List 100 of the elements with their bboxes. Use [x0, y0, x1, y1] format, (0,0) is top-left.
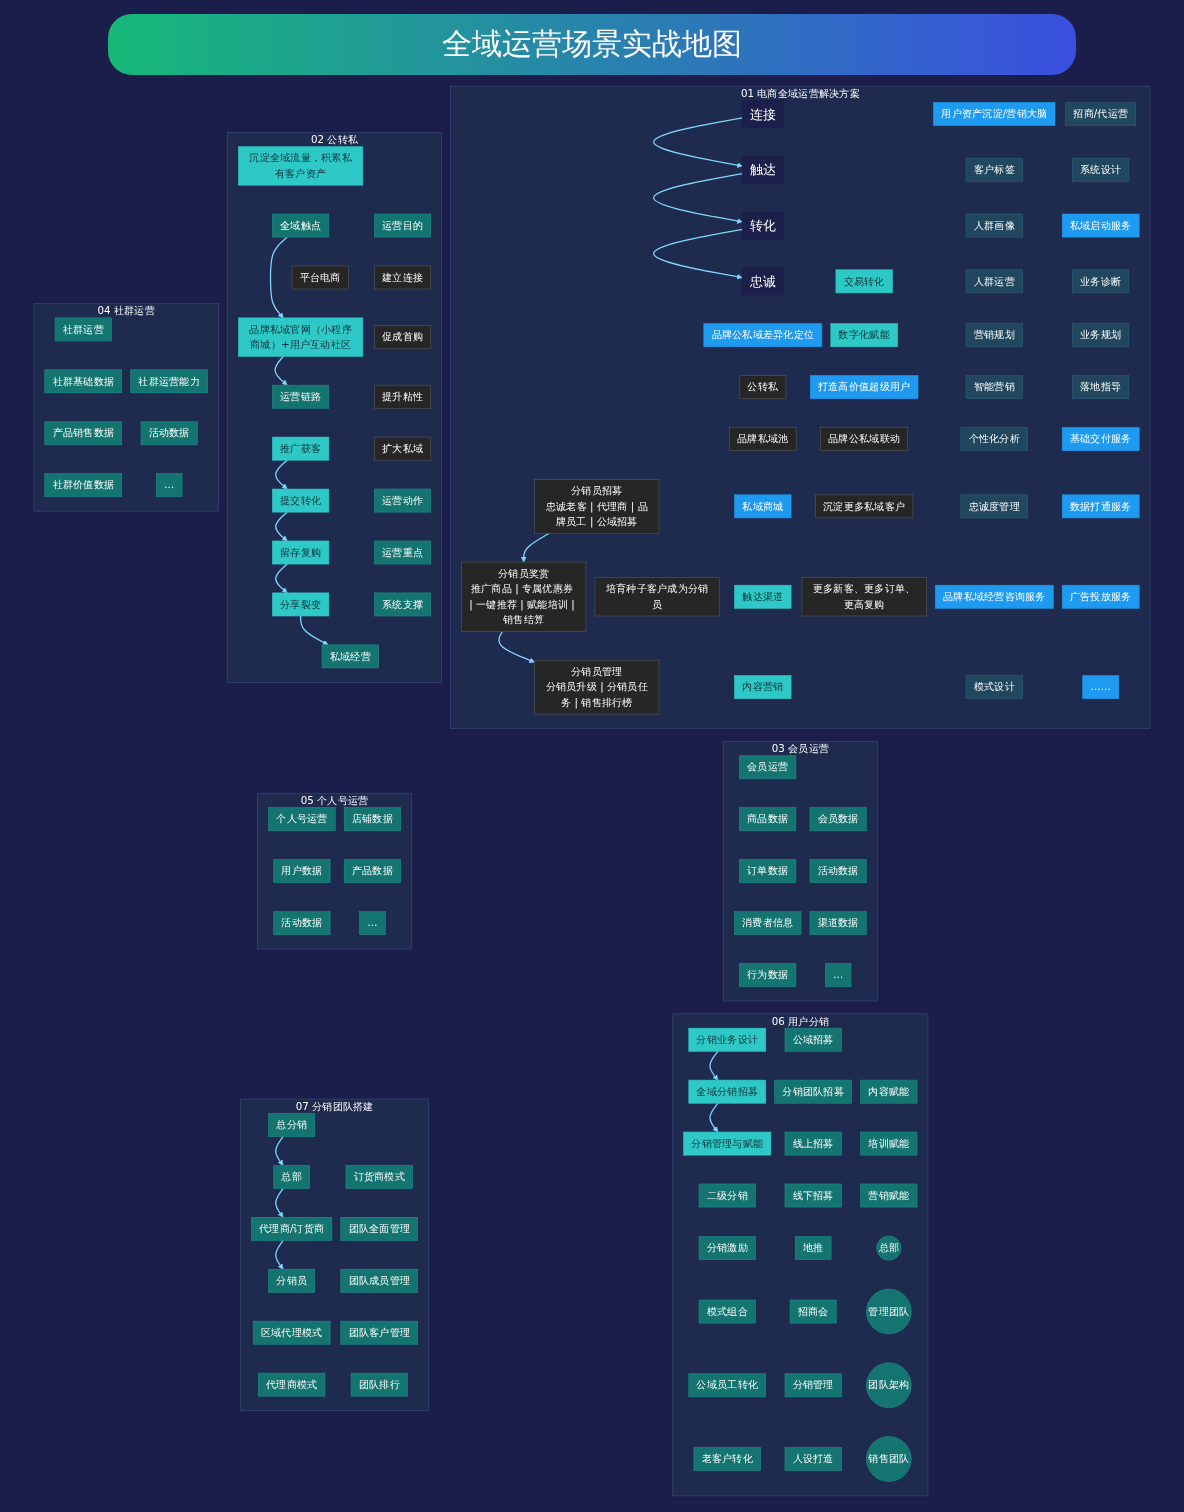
node-box: 基础交付服务 — [1061, 427, 1140, 451]
arrow — [520, 532, 550, 563]
node-box: … — [825, 963, 852, 987]
node-box: 品牌私域官网（小程序商城）+用户互动社区 — [238, 317, 364, 357]
node-box: 分销员奖赏 推广商品 | 专属优惠券 | 一键推荐 | 赋能培训 | 销售结算 — [461, 561, 587, 632]
node-box: 招商会 — [789, 1299, 837, 1324]
arrow — [653, 172, 743, 224]
node-box: 团队排行 — [350, 1372, 408, 1397]
node-box: 公转私 — [739, 375, 787, 399]
node-box: 全域分销招募 — [688, 1079, 767, 1104]
arrow — [653, 228, 743, 280]
node-box: 落地指导 — [1072, 375, 1130, 399]
node-box: 连接 — [742, 100, 784, 128]
arrow — [498, 630, 535, 663]
node-box: 店铺数据 — [343, 807, 401, 832]
node-box: 地推 — [794, 1236, 832, 1260]
node-box: 品牌私域池 — [729, 427, 797, 451]
node-box: 建立连接 — [374, 265, 432, 290]
node-box: 品牌私域经营咨询服务 — [934, 584, 1054, 609]
node-box: 运营链路 — [272, 384, 330, 409]
node-box: 分销激励 — [698, 1236, 756, 1260]
node-box: 推广获客 — [272, 436, 330, 461]
node-box: 提交转化 — [272, 488, 330, 513]
node-circle: 团队架构 — [866, 1362, 912, 1409]
arrow — [300, 615, 329, 646]
node-box: 商品数据 — [739, 807, 797, 832]
node-box: 公域员工转化 — [688, 1373, 767, 1398]
node-box: 业务规划 — [1072, 323, 1130, 348]
node-box: 私域启动服务 — [1061, 213, 1140, 238]
node-box: 分销员 — [268, 1268, 316, 1293]
node-box: 个人号运营 — [268, 807, 336, 832]
node-box: 转化 — [742, 211, 784, 240]
node-box: 数据打通服务 — [1061, 494, 1140, 519]
arrow — [275, 1239, 284, 1270]
node-box: 渠道数据 — [809, 911, 867, 935]
node-box: 用户资产沉淀/营销大脑 — [933, 102, 1056, 126]
node-box: 订单数据 — [739, 859, 797, 883]
node-box: 订货商模式 — [345, 1165, 413, 1189]
node-box: 团队全面管理 — [340, 1217, 419, 1241]
node-box: 运营目的 — [374, 213, 432, 238]
arrow — [275, 563, 288, 594]
node-box: … — [156, 473, 183, 498]
node-box: 私域商城 — [734, 494, 792, 519]
node-box: 沉淀更多私域客户 — [815, 494, 914, 519]
node-box: 消费者信息 — [734, 911, 802, 935]
node-box: 社群价值数据 — [44, 473, 123, 498]
node-box: 分销团队招募 — [774, 1079, 852, 1104]
node-box: 运营动作 — [374, 488, 432, 513]
node-box: 分销业务设计 — [688, 1027, 767, 1052]
node-box: 业务诊断 — [1072, 269, 1130, 294]
node-box: 总部 — [273, 1165, 310, 1189]
node-box: 数字化赋能 — [830, 323, 898, 348]
node-circle: 总部 — [876, 1235, 902, 1261]
node-box: 广告投放服务 — [1061, 584, 1140, 609]
node-box: 社群运营 — [54, 317, 112, 342]
node-box: 代理商模式 — [258, 1372, 326, 1397]
node-box: 促成首购 — [374, 325, 432, 349]
node-box: … — [359, 911, 386, 935]
arrow — [275, 1135, 284, 1166]
arrow — [653, 117, 743, 168]
arrow — [269, 236, 288, 319]
node-box: 更多新客、更多订单、更高复购 — [801, 577, 927, 617]
node-box: 代理商/订货商 — [251, 1217, 333, 1241]
node-box: 团队客户管理 — [340, 1320, 419, 1345]
node-box: 平台电商 — [291, 265, 349, 290]
node-box: 触达 — [742, 156, 784, 184]
node-box: 触达渠道 — [734, 584, 792, 609]
node-box: 培训赋能 — [860, 1131, 918, 1156]
arrow — [709, 1102, 719, 1133]
node-box: 行为数据 — [739, 963, 797, 987]
node-box: 私域经营 — [321, 644, 379, 669]
node-box: 人群画像 — [965, 213, 1023, 238]
node-box: 公域招募 — [784, 1027, 842, 1052]
node-box: 区域代理模式 — [252, 1320, 331, 1345]
node-box: 营销赋能 — [860, 1183, 918, 1208]
node-box: 模式组合 — [698, 1299, 756, 1324]
node-box: 二级分销 — [698, 1183, 756, 1208]
node-box: 产品销售数据 — [44, 421, 123, 446]
node-box: 留存复购 — [272, 540, 330, 565]
node-box: 品牌公私域联动 — [820, 427, 909, 451]
node-box: …… — [1082, 675, 1119, 699]
node-box: 内容赋能 — [860, 1079, 918, 1104]
arrow — [274, 355, 288, 386]
node-box: 品牌公私域差异化定位 — [703, 323, 823, 348]
node-box: 分销管理与赋能 — [683, 1131, 772, 1156]
node-box: 活动数据 — [140, 421, 198, 446]
node-box: 模式设计 — [965, 675, 1023, 699]
node-box: 总分销 — [268, 1113, 316, 1137]
node-box: 会员运营 — [739, 755, 797, 780]
arrow — [275, 511, 288, 542]
node-box: 团队成员管理 — [340, 1268, 419, 1293]
node-box: 交易转化 — [835, 269, 893, 294]
arrow — [709, 1050, 719, 1081]
node-box: 人设打造 — [784, 1447, 842, 1471]
node-box: 社群运营能力 — [130, 369, 208, 394]
node-box: 产品数据 — [343, 859, 401, 883]
node-box: 招商/代运营 — [1065, 102, 1137, 126]
node-circle: 管理团队 — [866, 1288, 912, 1335]
node-box: 系统设计 — [1072, 157, 1130, 182]
node-box: 线上招募 — [784, 1131, 842, 1156]
